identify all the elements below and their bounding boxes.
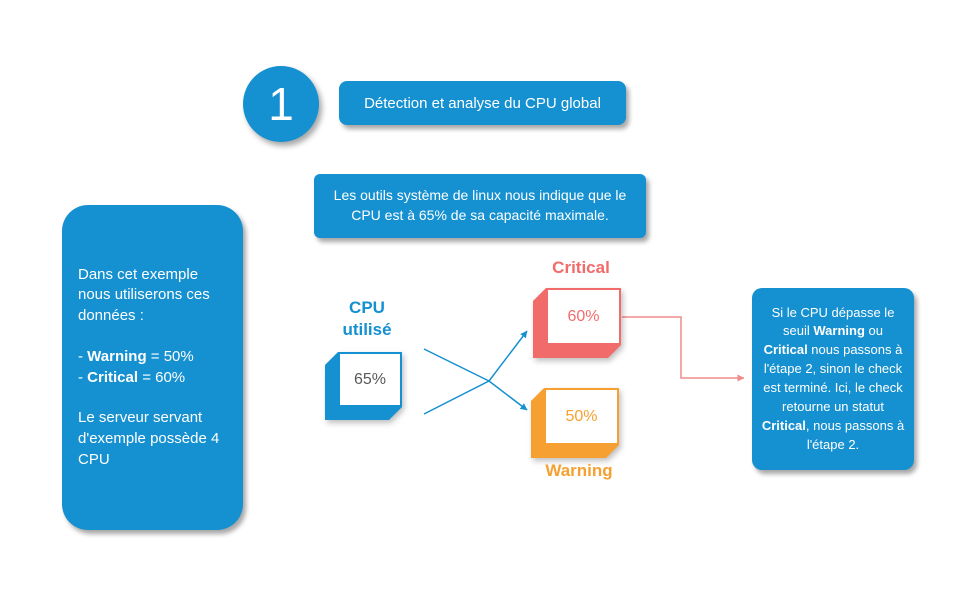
- warning-value: 50%: [544, 388, 619, 445]
- critical-to-note-line: [622, 316, 745, 382]
- cpu-value: 65%: [338, 352, 402, 407]
- critical-threshold-line: - Critical = 60%: [78, 368, 185, 389]
- critical-value: 60%: [546, 288, 621, 345]
- branch-converge-lines: [423, 348, 490, 415]
- example-intro: Dans cet exemple nous utiliserons ces do…: [78, 265, 210, 325]
- decision-note-text: Si le CPU dépasse le seuil Warning ou Cr…: [760, 304, 906, 455]
- critical-node-label: Critical: [552, 258, 610, 277]
- text-segment: Warning: [87, 347, 147, 365]
- text-segment: , nous passons à l'étape 2.: [805, 417, 905, 452]
- step-number-circle: 1: [243, 66, 319, 142]
- branch-to-warning-line: [488, 380, 528, 411]
- info-box: Les outils système de linux nous indique…: [314, 174, 646, 238]
- text-segment: = 50%: [146, 347, 194, 365]
- text-segment: -: [78, 368, 88, 386]
- step-number: 1: [268, 78, 294, 130]
- server-info-line: Le serveur servant d'exemple possède 4 C…: [78, 409, 220, 468]
- text-segment: Warning: [813, 323, 865, 339]
- info-text: Les outils système de linux nous indique…: [333, 187, 627, 223]
- step-title-box: Détection et analyse du CPU global: [339, 81, 626, 125]
- text-segment: = 60%: [138, 368, 186, 386]
- text-segment: Critical: [763, 342, 808, 358]
- text-segment: ou: [864, 323, 883, 339]
- text-segment: -: [78, 347, 88, 365]
- cpu-value-node: 65%: [325, 352, 402, 420]
- critical-value-node: 60%: [533, 288, 621, 358]
- example-data-box: Dans cet exemple nous utiliserons ces do…: [62, 205, 243, 530]
- branch-to-critical-line: [488, 330, 528, 382]
- step-title: Détection et analyse du CPU global: [364, 94, 601, 112]
- text-segment: Critical: [761, 417, 806, 433]
- text-segment: nous passons à l'étape 2, sinon le check…: [763, 342, 903, 414]
- warning-threshold-line: - Warning = 50%: [78, 347, 194, 368]
- decision-note-box: Si le CPU dépasse le seuil Warning ou Cr…: [752, 288, 914, 470]
- warning-node-label: Warning: [545, 461, 613, 480]
- warning-value-node: 50%: [531, 388, 619, 458]
- text-segment: Si le CPU dépasse le seuil: [771, 304, 895, 339]
- cpu-node-label: CPU utilisé: [342, 298, 392, 340]
- text-segment: Critical: [87, 368, 139, 386]
